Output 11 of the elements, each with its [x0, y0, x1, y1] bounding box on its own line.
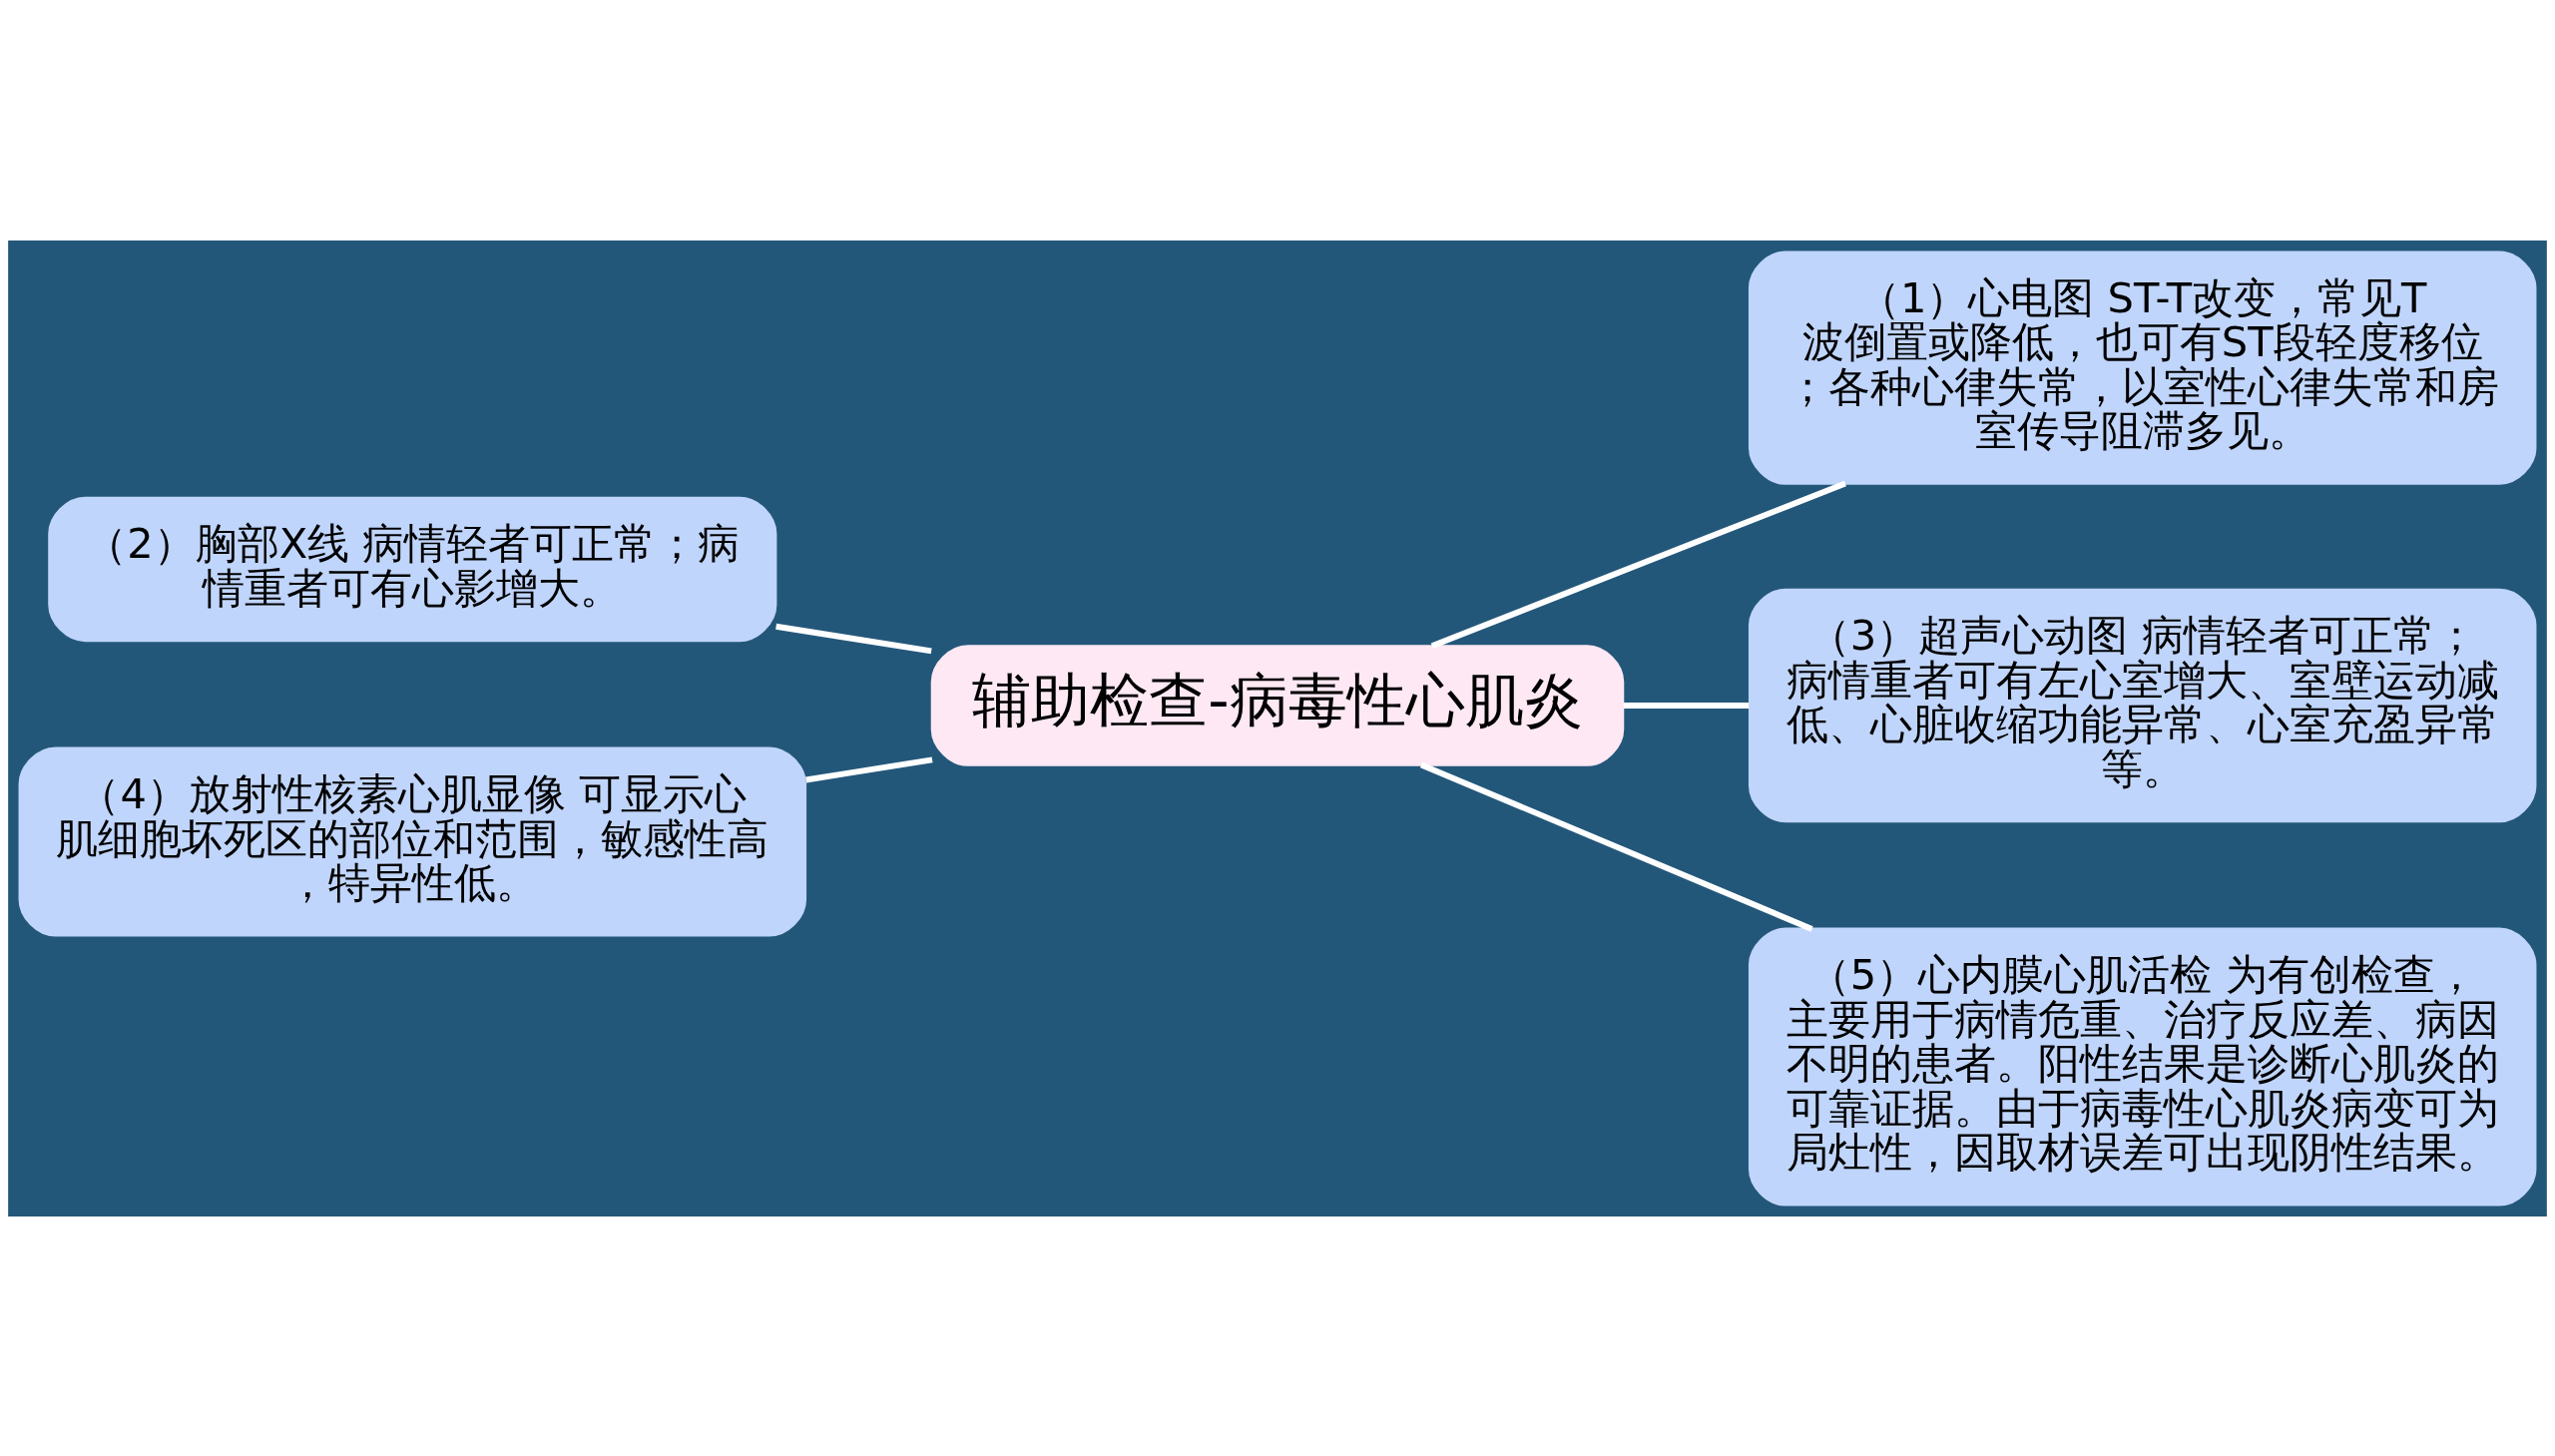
- node-box: （2）胸部X线 病情轻者可正常；病情重者可有心影增大。: [48, 496, 777, 642]
- connector: [1430, 480, 1846, 649]
- node-box: （1）心电图 ST-T改变，常见T波倒置或降低，也可有ST段轻度移位；各种心律失常，以室性心律失常和房室传导阻滞多见。: [1748, 249, 2537, 485]
- node-box: 辅助检查-病毒性心肌炎: [930, 644, 1625, 766]
- node-box: （4）放射性核素心肌显像 可显示心肌细胞坏死区的部位和范围，敏感性高，特异性低。: [18, 746, 807, 936]
- connector: [1420, 761, 1813, 932]
- node-box: （3）超声心动图 病情轻者可正常；病情重者可有左心室增大、室壁运动减低、心脏收缩功能异常、心室充盈异常等。: [1748, 588, 2537, 822]
- connector: [805, 755, 933, 782]
- connector: [775, 623, 932, 654]
- node-box: （5）心内膜心肌活检 为有创检查，主要用于病情危重、治疗反应差、病因不明的患者。阳性结果是诊断心肌炎的可靠证据。由于病毒性心肌炎病变可为局灶性，因取材误差可出现阴性结果。: [1748, 927, 2537, 1207]
- connector: [1623, 702, 1750, 709]
